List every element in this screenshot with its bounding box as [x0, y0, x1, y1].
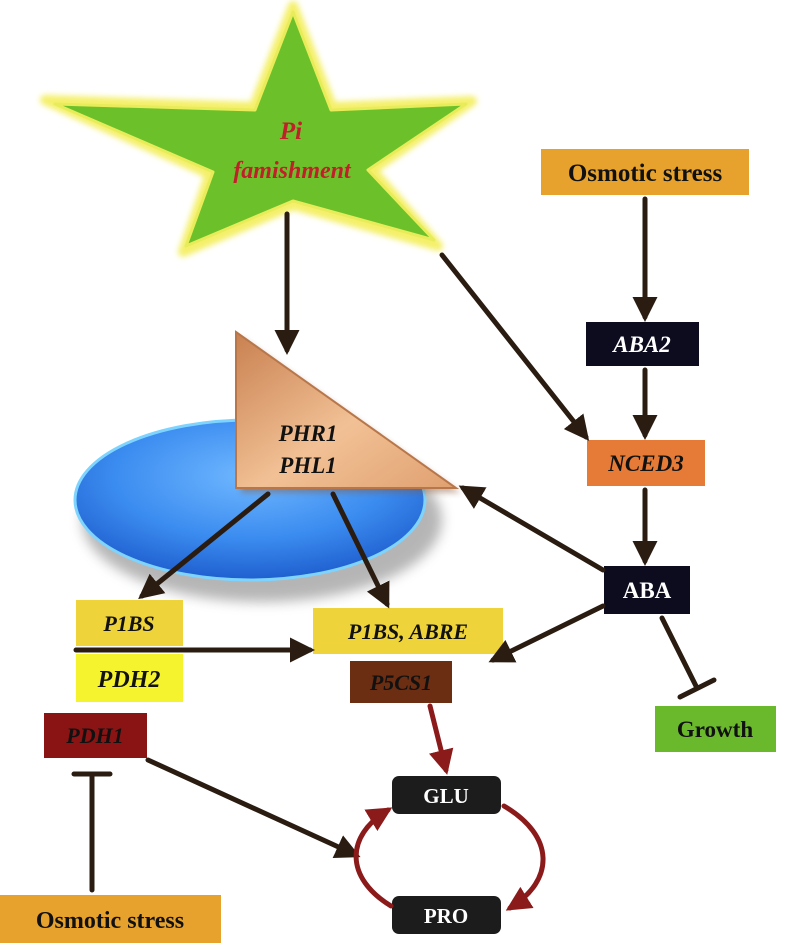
- aba-label: ABA: [623, 578, 672, 603]
- aba2-label: ABA2: [611, 332, 671, 357]
- arc-pro-to-glu: [353, 807, 394, 909]
- inhibit-aba-to-growth-bar: [677, 677, 717, 700]
- aba-node: ABA: [604, 566, 690, 614]
- proline-cycle: [353, 703, 546, 911]
- p5cs1-label: P5CS1: [369, 670, 432, 695]
- growth-node: Growth: [655, 706, 776, 752]
- arrow-p5cs1-to-glu: [427, 703, 454, 775]
- glu-label: GLU: [423, 784, 469, 808]
- inhibit-aba-to-growth: [659, 615, 700, 691]
- receptor-label-line2: PHL1: [278, 453, 337, 478]
- osmotic-stress-top-node: Osmotic stress: [541, 149, 749, 195]
- nced3-label: NCED3: [607, 451, 683, 476]
- receptor-label-line1: PHR1: [278, 421, 338, 446]
- nced3-node: NCED3: [587, 440, 705, 486]
- arrow-phr1-to-p1bs: [138, 491, 271, 600]
- edges: [71, 196, 717, 893]
- glu-node: GLU: [392, 776, 501, 814]
- arrow-star-to-nced3: [439, 252, 590, 441]
- star-label-line1: Pi: [279, 118, 302, 145]
- arc-glu-to-pro: [501, 803, 546, 911]
- pro-node: PRO: [392, 896, 501, 934]
- pdh2-label: PDH2: [97, 667, 161, 693]
- arrow-aba-to-phr1: [458, 485, 606, 573]
- osmotic-stress-bottom-label: Osmotic stress: [36, 908, 184, 934]
- p1bs-abre-node: P1BS, ABRE: [313, 608, 503, 654]
- pdh2-node: PDH2: [76, 654, 183, 702]
- star-label-line2: famishment: [233, 158, 352, 184]
- arrow-phr1-to-p1bs-abre: [330, 491, 390, 609]
- p1bs-abre-label: P1BS, ABRE: [347, 619, 468, 644]
- aba2-node: ABA2: [586, 322, 699, 366]
- p1bs-label: P1BS: [102, 611, 154, 636]
- arrow-pdh1-to-cycle: [145, 757, 361, 859]
- pdh1-node: PDH1: [44, 713, 147, 758]
- growth-label: Growth: [677, 717, 753, 742]
- p5cs1-node: P5CS1: [350, 661, 452, 703]
- phr1-phl1-triangle: PHR1 PHL1: [235, 330, 461, 493]
- pro-label: PRO: [424, 904, 468, 928]
- pdh1-label: PDH1: [65, 723, 123, 748]
- osmotic-stress-bottom-node: Osmotic stress: [0, 895, 221, 943]
- p1bs-node: P1BS: [76, 600, 183, 646]
- arrow-aba-to-p1bs-abre: [488, 603, 606, 663]
- osmotic-stress-top-label: Osmotic stress: [568, 160, 723, 187]
- pi-famishment-star: Pi famishment: [40, 1, 477, 257]
